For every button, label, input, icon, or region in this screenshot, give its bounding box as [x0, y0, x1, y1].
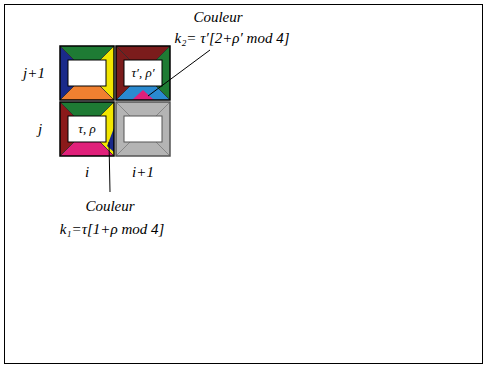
formula: k₂= τ′[2+ρ′ mod 4]: [174, 30, 289, 47]
row-index: j: [38, 121, 42, 138]
wang-tile: [60, 102, 114, 156]
leader-line: [109, 142, 110, 192]
leader-line: [148, 50, 210, 96]
column-index: i: [85, 164, 89, 181]
formula: k₁=τ[1+ρ mod 4]: [60, 221, 165, 238]
tile-center: τ′, ρ′: [124, 60, 162, 86]
tile-label: τ, ρ: [78, 121, 95, 137]
column-index: i+1: [132, 164, 154, 181]
callout-title: Couleur: [193, 9, 242, 26]
empty-tile: [116, 102, 170, 156]
callout-title: Couleur: [85, 198, 134, 215]
wang-tile: [116, 46, 170, 100]
tile-label: τ′, ρ′: [131, 65, 154, 81]
tile-center: τ, ρ: [68, 116, 106, 142]
row-index: j+1: [23, 65, 45, 82]
wang-tile: [60, 46, 114, 100]
